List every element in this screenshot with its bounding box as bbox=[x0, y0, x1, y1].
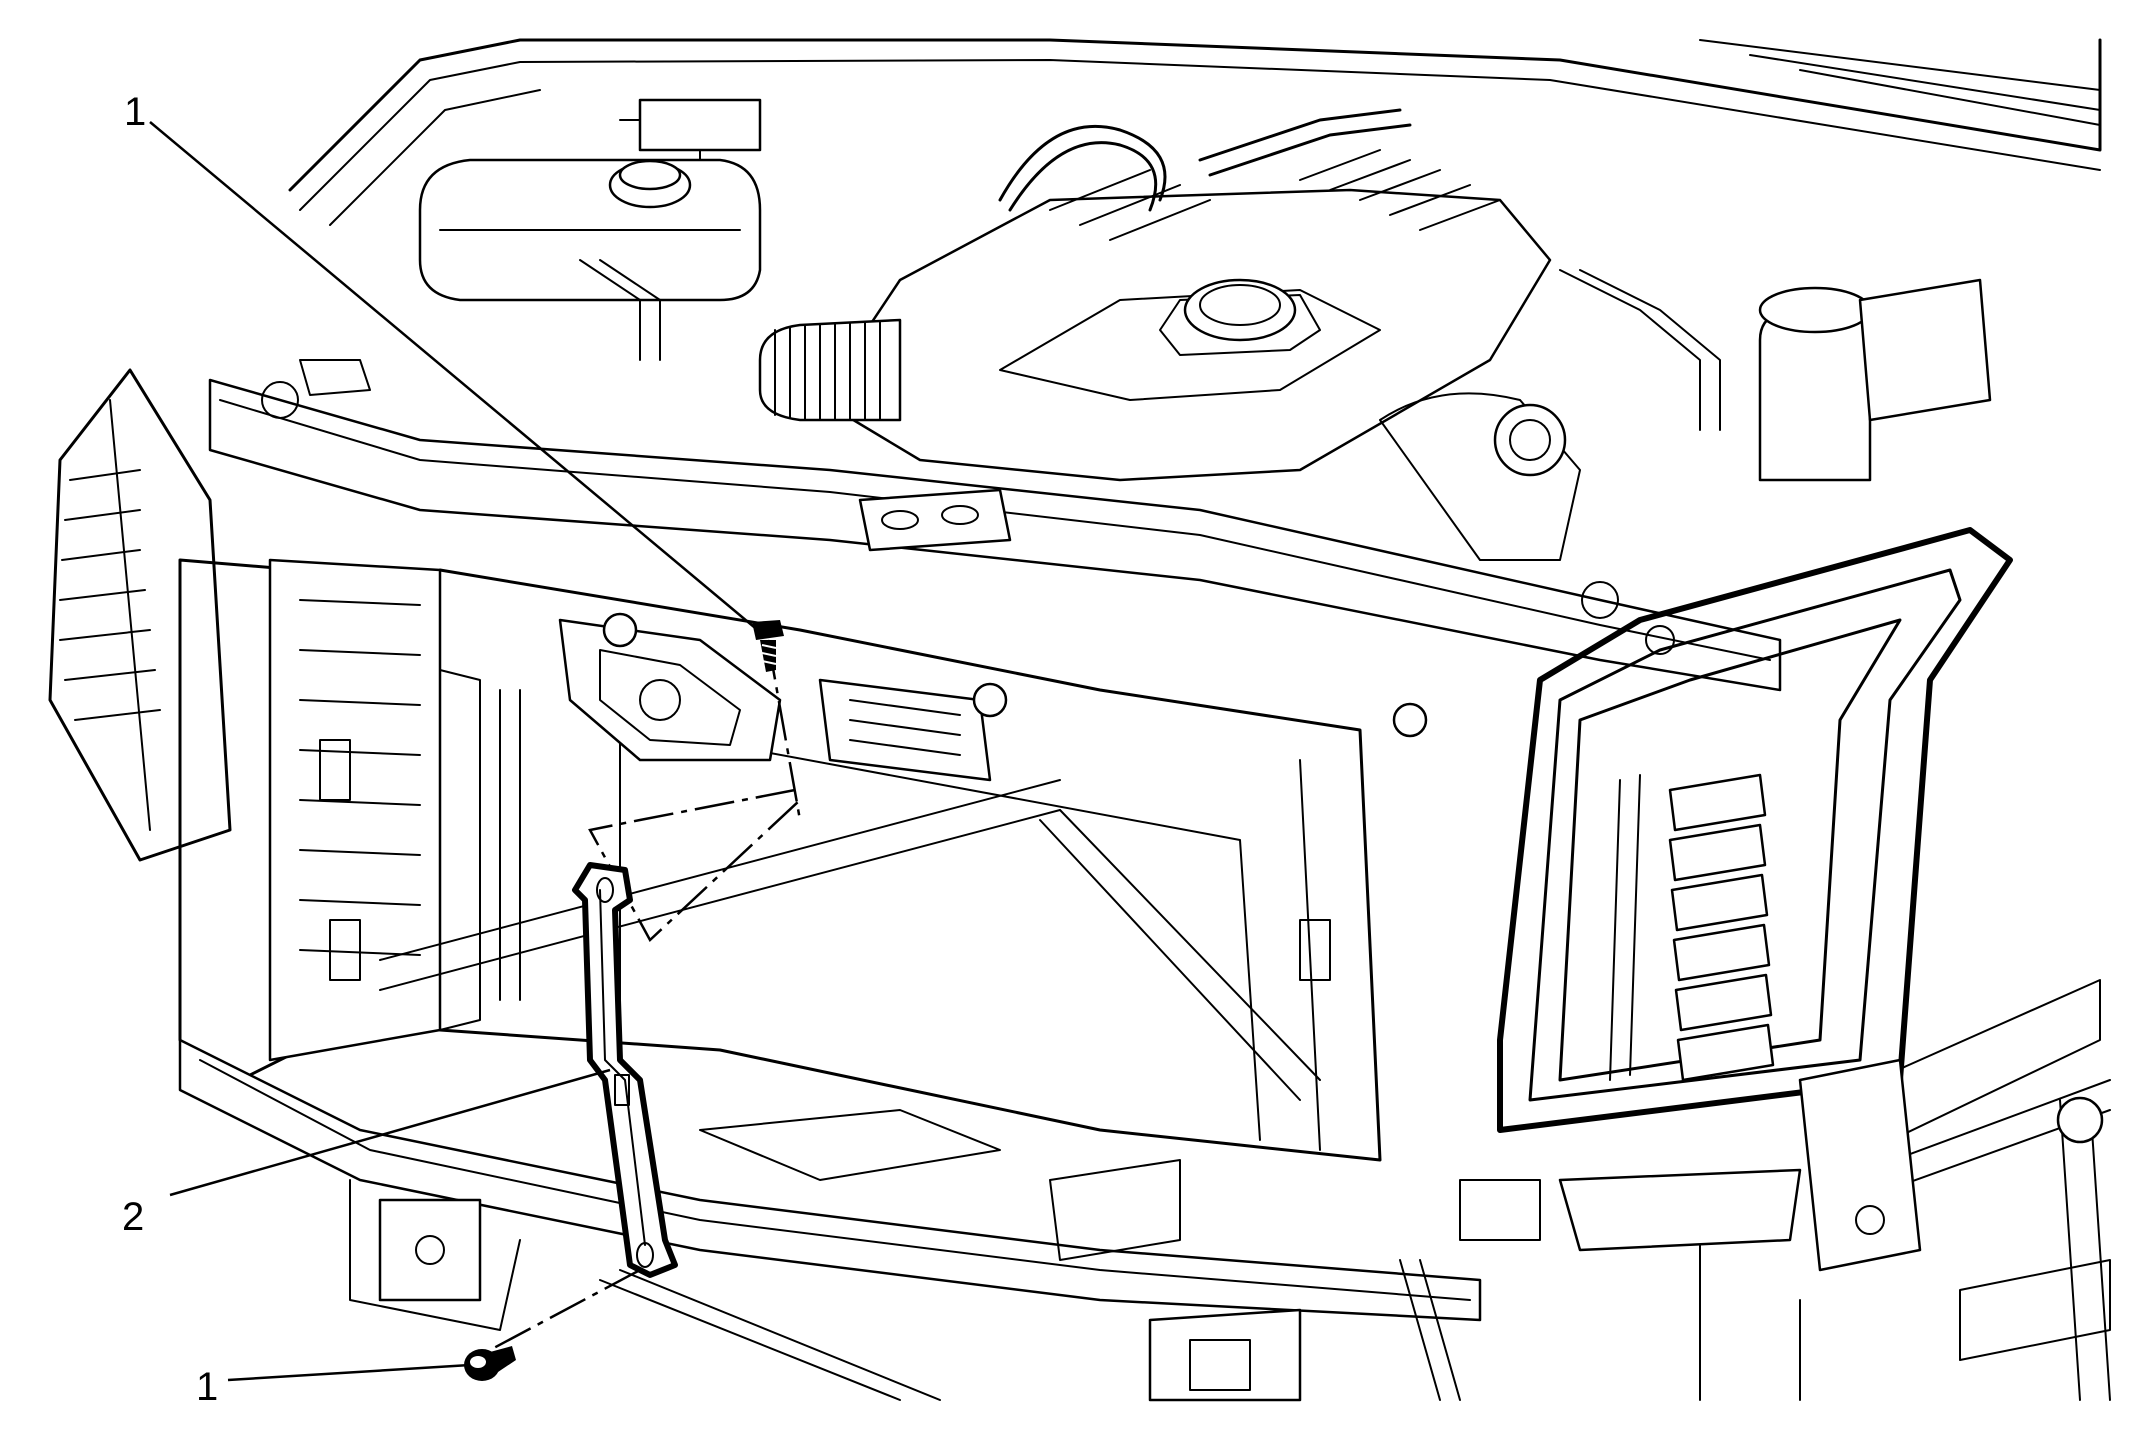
radiator-support-upper bbox=[208, 359, 1782, 692]
radiator-frame bbox=[178, 558, 1382, 1162]
left-headlamp bbox=[48, 368, 232, 862]
callout-2: 2 bbox=[122, 1195, 144, 1239]
radiator-support-brace bbox=[572, 862, 678, 1278]
callout-1-upper: 1 bbox=[124, 90, 146, 134]
engine-cover bbox=[758, 149, 1552, 482]
upper-bolt bbox=[752, 620, 784, 672]
callout-1-lower: 1 bbox=[196, 1365, 218, 1409]
hood bbox=[288, 38, 2102, 226]
lower-bolt bbox=[464, 1346, 516, 1381]
callout-leaders bbox=[149, 121, 761, 1382]
lower-crossmember bbox=[178, 1038, 1482, 1402]
coolant-reservoir bbox=[418, 98, 762, 302]
hood-latch bbox=[558, 612, 1428, 782]
engine-hoses bbox=[579, 108, 1992, 561]
right-frame bbox=[1459, 979, 2111, 1401]
